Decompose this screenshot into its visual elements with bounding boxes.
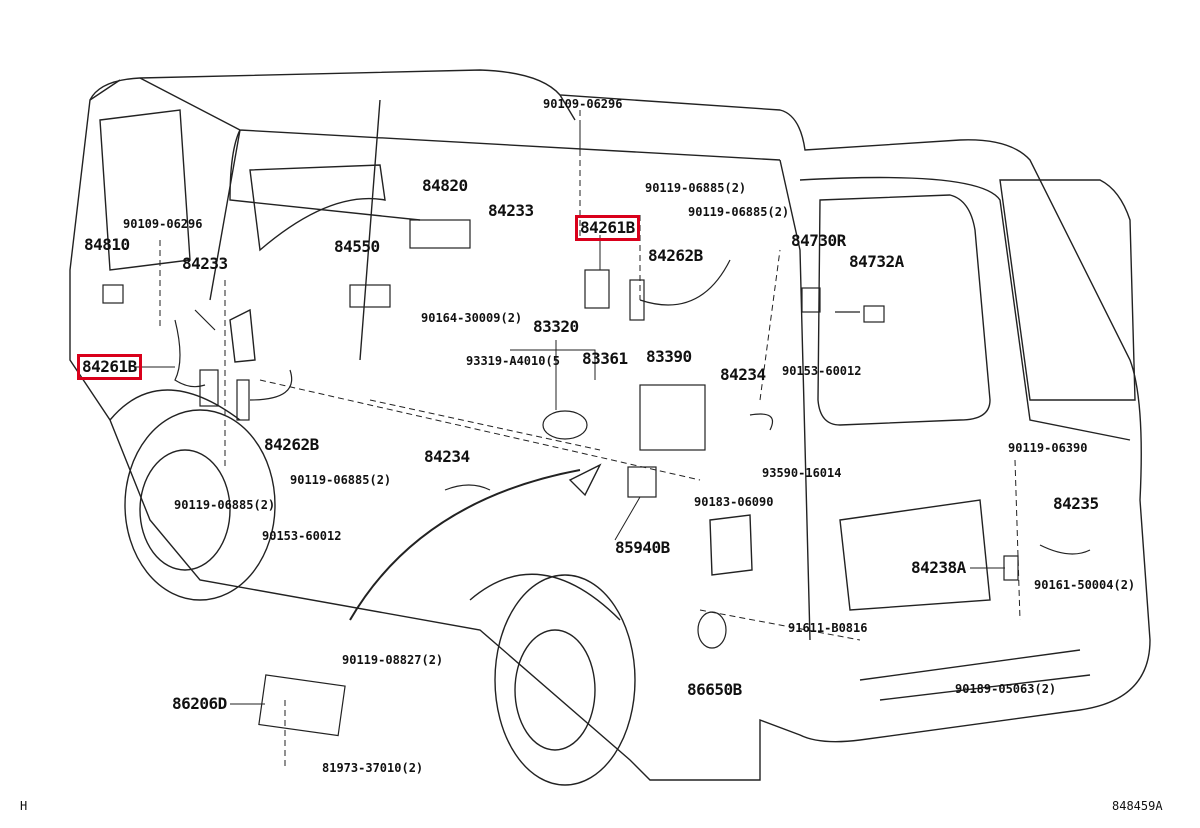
part-label: 84810 (84, 235, 130, 254)
part-label: 86206D (172, 694, 227, 713)
part-label: 84234 (424, 447, 470, 466)
part-label: 84238A (911, 558, 966, 577)
part-86206D (258, 674, 346, 737)
part-label: 86650B (687, 680, 742, 699)
part-label: 84820 (422, 176, 468, 195)
part-label: 83361 (582, 349, 628, 368)
van-body-outline (69, 69, 1151, 781)
part-label: 84550 (334, 237, 380, 256)
highlighted-part-label: 84261B (575, 215, 640, 241)
part-label: 90161-50004(2) (1034, 578, 1136, 592)
part-85940B (627, 466, 657, 498)
part-label: 83320 (533, 317, 579, 336)
part-84550 (349, 284, 391, 308)
part-84732A (863, 305, 885, 323)
part-label: 90119-06885(2) (290, 473, 392, 487)
part-86650B (697, 611, 727, 649)
part-84262B-upper (629, 279, 645, 321)
part-83361 (542, 410, 588, 440)
part-label: 90119-08827(2) (342, 653, 444, 667)
part-label: 90153-60012 (262, 529, 342, 543)
part-label: 90119-06885(2) (688, 205, 790, 219)
part-label: 90119-06885(2) (645, 181, 747, 195)
part-84820 (409, 219, 471, 249)
highlighted-part-label: 84261B (77, 354, 142, 380)
part-label: 90153-60012 (782, 364, 862, 378)
part-label: 85940B (615, 538, 670, 557)
part-label: 90119-06390 (1008, 441, 1088, 455)
part-label: 90189-05063(2) (955, 682, 1057, 696)
part-label: 91611-B0816 (788, 621, 868, 635)
part-label: 84732A (849, 252, 904, 271)
part-83390 (639, 384, 706, 451)
part-84238A (1003, 555, 1019, 581)
diagram-id: 848459A (1112, 799, 1163, 813)
part-84810 (102, 284, 124, 304)
part-label: 90109-06296 (123, 217, 203, 231)
part-label: 84233 (182, 254, 228, 273)
part-label: 84730R (791, 231, 846, 250)
part-84730R (801, 287, 821, 313)
part-label: 84262B (648, 246, 703, 265)
part-label: 81973-37010(2) (322, 761, 424, 775)
part-label: 93590-16014 (762, 466, 842, 480)
part-label: 83390 (646, 347, 692, 366)
part-label: 84235 (1053, 494, 1099, 513)
part-84261B-upper (584, 269, 610, 309)
corner-code-left: H (20, 799, 28, 813)
part-label: 93319-A4010(5 (466, 354, 560, 368)
part-label: 84233 (488, 201, 534, 220)
part-label: 90183-06090 (694, 495, 774, 509)
part-label: 84234 (720, 365, 766, 384)
part-84261B-left (199, 369, 219, 407)
part-84262B (236, 379, 250, 421)
part-label: 84262B (264, 435, 319, 454)
part-label: 90164-30009(2) (421, 311, 523, 325)
part-label: 90119-06885(2) (174, 498, 276, 512)
part-label: 90109-06296 (543, 97, 623, 111)
